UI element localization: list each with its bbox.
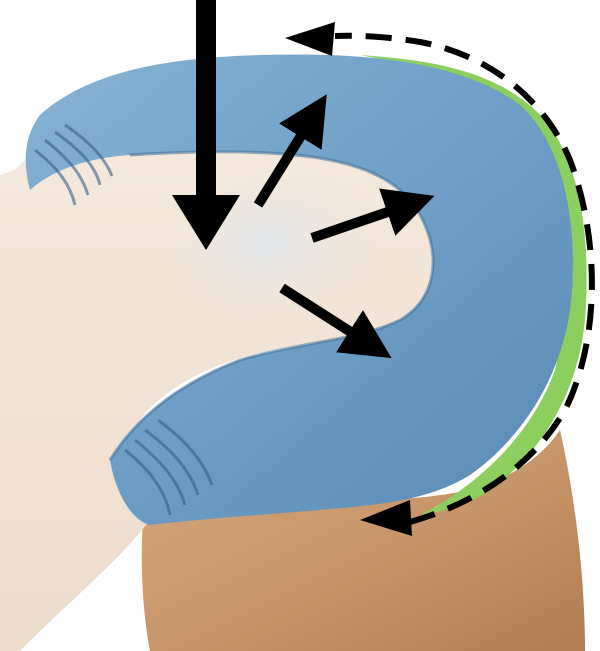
dashed-arrowhead-top-icon — [285, 22, 335, 56]
axial-load-arrow-shaft — [196, 0, 216, 200]
